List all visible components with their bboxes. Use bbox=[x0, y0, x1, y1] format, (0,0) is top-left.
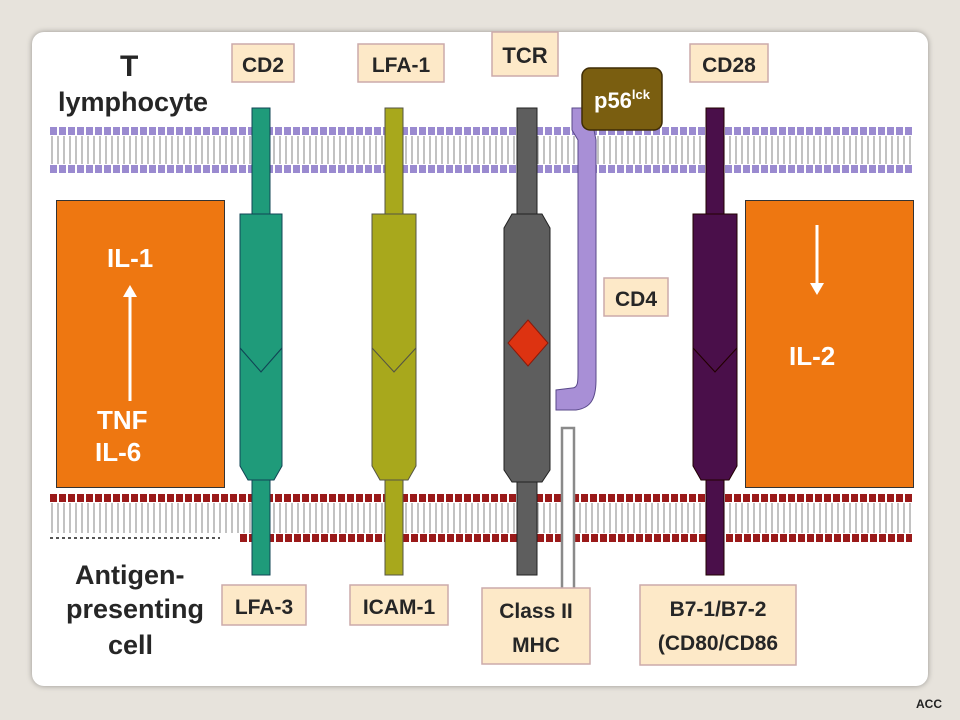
p56lck-kinase bbox=[581, 67, 663, 131]
cytokine-tnf: TNF bbox=[97, 405, 148, 435]
cd2-lfa3-pair bbox=[239, 107, 283, 576]
cytokine-il2: IL-2 bbox=[789, 341, 836, 371]
t-cell-label-line2: lymphocyte bbox=[58, 87, 208, 117]
apc-label-line1: Antigen- bbox=[75, 560, 184, 590]
cytokine-il1: IL-1 bbox=[107, 243, 154, 273]
cytokine-box-right: IL-2 bbox=[745, 200, 914, 488]
tcr-label-box: TCR bbox=[491, 31, 559, 77]
svg-text:CD28: CD28 bbox=[702, 54, 756, 77]
lfa1-label-box: LFA-1 bbox=[357, 43, 445, 83]
cytokine-box-left: IL-1 TNF IL-6 bbox=[56, 200, 225, 488]
tcr-mhc-pair bbox=[503, 107, 551, 576]
icam1-label-box: ICAM-1 bbox=[349, 584, 449, 626]
svg-text:B7-1/B7-2: B7-1/B7-2 bbox=[670, 598, 767, 621]
svg-text:ICAM-1: ICAM-1 bbox=[363, 596, 436, 619]
cd28-b7-pair bbox=[692, 107, 738, 576]
apc-label-line2: presenting bbox=[66, 594, 204, 624]
svg-text:CD4: CD4 bbox=[615, 288, 657, 311]
apc-membrane bbox=[50, 494, 912, 542]
svg-text:CD2: CD2 bbox=[242, 54, 284, 77]
footer-credit: ACC bbox=[916, 697, 942, 711]
antigen-peptide bbox=[507, 319, 549, 367]
svg-text:LFA-1: LFA-1 bbox=[372, 54, 431, 77]
lfa3-label-box: LFA-3 bbox=[221, 584, 307, 626]
down-arrow-icon bbox=[810, 225, 824, 295]
t-cell-membrane bbox=[50, 127, 912, 173]
cd4-label-box: CD4 bbox=[603, 277, 669, 317]
cd2-label-box: CD2 bbox=[231, 43, 295, 83]
svg-text:TCR: TCR bbox=[502, 43, 547, 68]
cd4-coreceptor bbox=[555, 107, 597, 411]
cytokine-il6: IL-6 bbox=[95, 437, 142, 467]
t-cell-label-line1: T bbox=[120, 50, 138, 83]
p56lck-label: p56lck bbox=[594, 87, 651, 113]
svg-text:LFA-3: LFA-3 bbox=[235, 596, 293, 619]
membrane-lipid-tails bbox=[51, 136, 911, 533]
mhc-label-box: Class II MHC bbox=[481, 587, 591, 665]
cd28-label-box: CD28 bbox=[689, 43, 769, 83]
apc-label-line3: cell bbox=[108, 630, 153, 660]
svg-text:(CD80/CD86: (CD80/CD86 bbox=[658, 632, 778, 655]
svg-text:MHC: MHC bbox=[512, 634, 560, 657]
b7-label-box: B7-1/B7-2 (CD80/CD86 bbox=[639, 584, 797, 666]
lfa1-icam1-pair bbox=[371, 107, 417, 576]
svg-text:Class II: Class II bbox=[499, 600, 573, 623]
up-arrow-icon bbox=[123, 285, 137, 401]
